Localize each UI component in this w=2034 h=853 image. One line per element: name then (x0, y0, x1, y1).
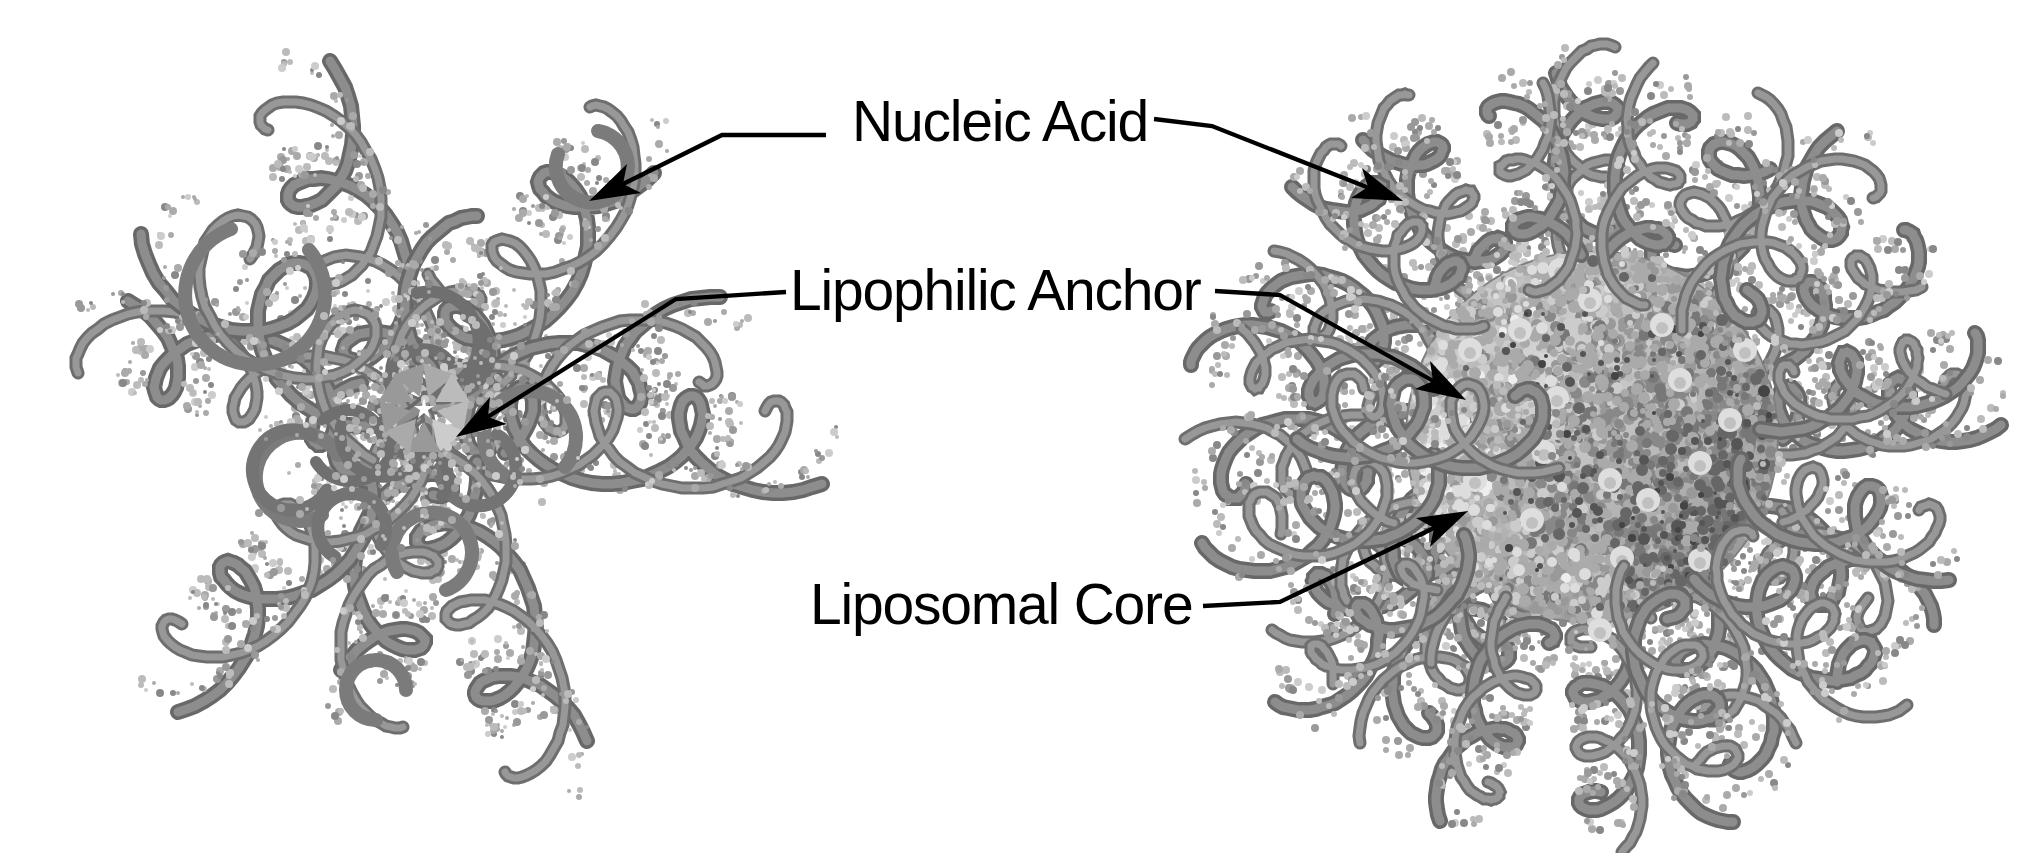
svg-text:Lipophilic Anchor: Lipophilic Anchor (790, 258, 1202, 322)
svg-text:Liposomal Core: Liposomal Core (810, 572, 1192, 636)
svg-text:Nucleic Acid: Nucleic Acid (852, 89, 1148, 153)
